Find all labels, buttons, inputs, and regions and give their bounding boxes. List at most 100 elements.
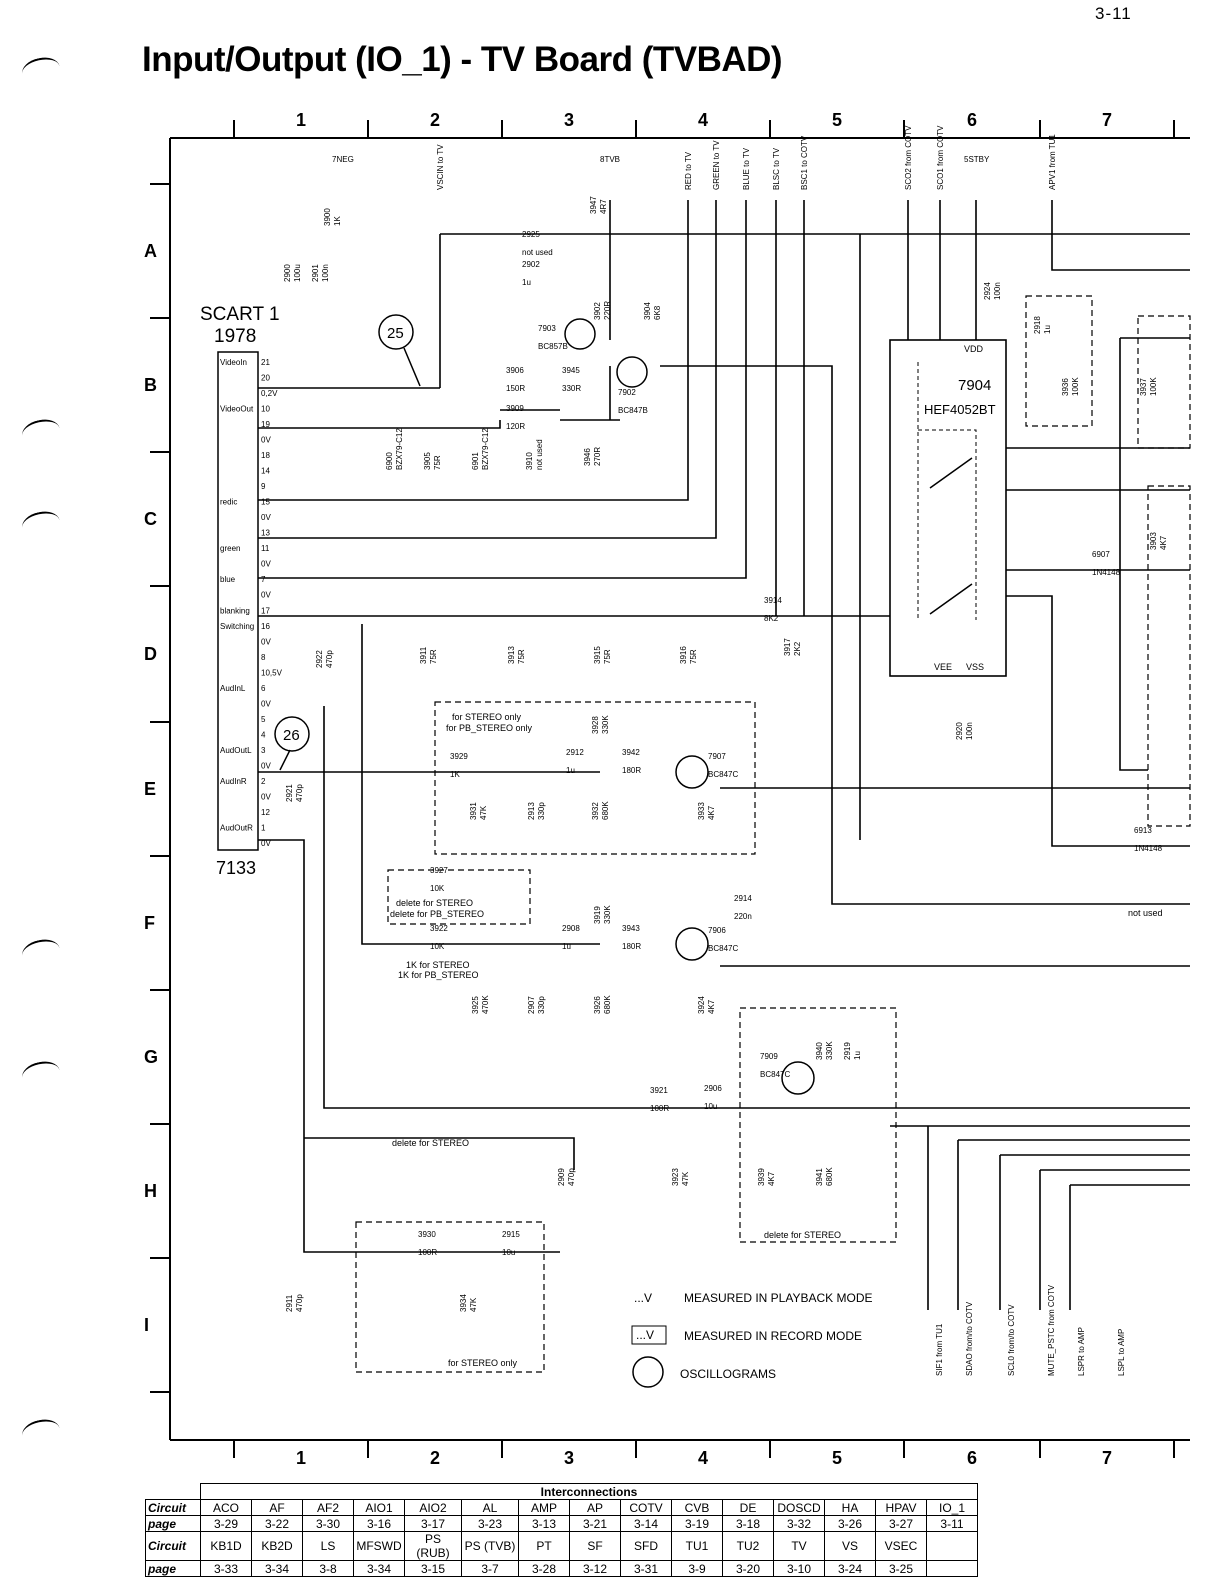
interconnections-cell: 3-24 — [824, 1560, 876, 1577]
component-ref: 3939 — [757, 1168, 766, 1186]
interconnections-row-header: page — [145, 1515, 201, 1532]
component-value: 2K2 — [793, 641, 802, 656]
interconnections-cell: KB2D — [251, 1531, 303, 1561]
oscillogram-marker-26: 26 — [274, 716, 310, 771]
interconnections-cell: TU2 — [722, 1531, 774, 1561]
interconnections-cell: MFSWD — [353, 1531, 405, 1561]
scart-pin-number: 0V — [261, 699, 271, 708]
interconnections-cell: 3-25 — [875, 1560, 927, 1577]
scart-pin-number: 0V — [261, 560, 271, 569]
interconnections-cell: AF2 — [302, 1499, 354, 1516]
component-ref: 3903 — [1149, 532, 1158, 550]
interconnections-cell: HPAV — [875, 1499, 927, 1516]
top-signal-label: 8TVB — [600, 155, 620, 164]
component-value: 100n — [965, 722, 974, 740]
grid-column-label: 3 — [564, 110, 574, 130]
interconnections-cell: 3-21 — [569, 1515, 621, 1532]
scart-pin-number: 0V — [261, 637, 271, 646]
interconnections-cell — [926, 1531, 978, 1561]
top-signal-label: RED to TV — [684, 151, 693, 190]
svg-text:for STEREO only: for STEREO only — [452, 712, 522, 722]
top-signal-label: SCO2 from COTV — [904, 125, 913, 190]
interconnections-cell: VSEC — [875, 1531, 927, 1561]
component-value: 100u — [293, 264, 302, 282]
bottom-signal-label: SDAO from/to COTV — [965, 1301, 974, 1376]
interconnections-cell: COTV — [620, 1499, 672, 1516]
component-value: 330p — [537, 802, 546, 820]
component-ref: 3942 — [622, 748, 640, 757]
interconnections-cell: 3-33 — [200, 1560, 252, 1577]
grid-column-label: 5 — [832, 1448, 842, 1468]
component-ref: 3947 — [589, 196, 598, 214]
component-value: 470K — [481, 995, 490, 1014]
svg-text:25: 25 — [387, 325, 404, 342]
interconnections-cell: 3-20 — [722, 1560, 774, 1577]
scart-pin-label: AudOutL — [220, 746, 252, 755]
scart-pin-number: 9 — [261, 482, 266, 491]
interconnections-cell: VS — [824, 1531, 876, 1561]
component-value: 4K7 — [1159, 535, 1168, 550]
component-value: 75R — [689, 649, 698, 664]
component-value: 4K7 — [767, 1171, 776, 1186]
component-ref: 3906 — [506, 366, 524, 375]
grid-row-label: G — [144, 1047, 158, 1067]
interconnections-cell: AL — [461, 1499, 519, 1516]
interconnections-cell: 3-11 — [926, 1515, 978, 1532]
svg-text:delete for STEREO: delete for STEREO — [396, 898, 473, 908]
scart-pin-number: 5 — [261, 715, 266, 724]
component-value: 100K — [1071, 377, 1080, 396]
component-ref: 2924 — [983, 282, 992, 300]
component-ref: 3924 — [697, 996, 706, 1014]
component-ref: 3905 — [423, 452, 432, 470]
scart-pin-label: VideoIn — [220, 358, 247, 367]
scart-pin-number: 18 — [261, 451, 270, 460]
component-value: 1K — [333, 216, 342, 226]
interconnections-cell: ACO — [200, 1499, 252, 1516]
dashed-boxes — [355, 295, 1191, 1373]
component-value: 470p — [295, 1294, 304, 1312]
grid-column-label: 4 — [698, 110, 708, 130]
component-value: 330R — [562, 384, 581, 393]
component-ref: 3911 — [419, 646, 428, 664]
interconnections-cell: AF — [251, 1499, 303, 1516]
component-ref: 3933 — [697, 802, 706, 820]
scart-pin-number: 2 — [261, 777, 266, 786]
svg-text:VDD: VDD — [964, 344, 984, 354]
svg-text:MEASURED IN RECORD MODE: MEASURED IN RECORD MODE — [684, 1329, 862, 1343]
grid-row-label: H — [144, 1181, 157, 1201]
component-value: 4R7 — [599, 199, 608, 214]
grid-row-label: C — [144, 509, 157, 529]
component-ref: 3925 — [471, 996, 480, 1014]
interconnections-cell: 3-19 — [671, 1515, 723, 1532]
oscillogram-marker-25: 25 — [378, 314, 421, 387]
component-ref: 2911 — [285, 1294, 294, 1312]
svg-text:delete for PB_STEREO: delete for PB_STEREO — [390, 909, 484, 919]
component-value: 330p — [537, 996, 546, 1014]
component-ref: 3902 — [593, 302, 602, 320]
svg-text:MEASURED IN PLAYBACK MODE: MEASURED IN PLAYBACK MODE — [684, 1291, 872, 1305]
grid-column-label: 4 — [698, 1448, 708, 1468]
component-ref: 7902 — [618, 388, 636, 397]
interconnections-cell: TU1 — [671, 1531, 723, 1561]
component-value: 1u — [1043, 325, 1052, 334]
top-signal-label: APV1 from TU1 — [1048, 134, 1057, 190]
svg-text:delete for STEREO: delete for STEREO — [392, 1138, 469, 1148]
component-ref: 3934 — [459, 1294, 468, 1312]
scart-ref: 1978 — [214, 326, 256, 347]
component-value: 330K — [825, 1041, 834, 1060]
component-ref: 2907 — [527, 996, 536, 1014]
interconnections-cell: AMP — [518, 1499, 570, 1516]
scart-pin-number: 10 — [261, 405, 270, 414]
component-ref: 3916 — [679, 646, 688, 664]
interconnections-cell: 3-31 — [620, 1560, 672, 1577]
component-ref: 3927 — [430, 866, 448, 875]
component-value: 470p — [295, 784, 304, 802]
interconnections-cell: 3-29 — [200, 1515, 252, 1532]
interconnections-cell: 3-34 — [251, 1560, 303, 1577]
grid-row-label: I — [144, 1315, 149, 1335]
interconnections-cell: 3-13 — [518, 1515, 570, 1532]
component-value: 220R — [603, 301, 612, 320]
page-number: 3-11 — [1095, 4, 1132, 23]
